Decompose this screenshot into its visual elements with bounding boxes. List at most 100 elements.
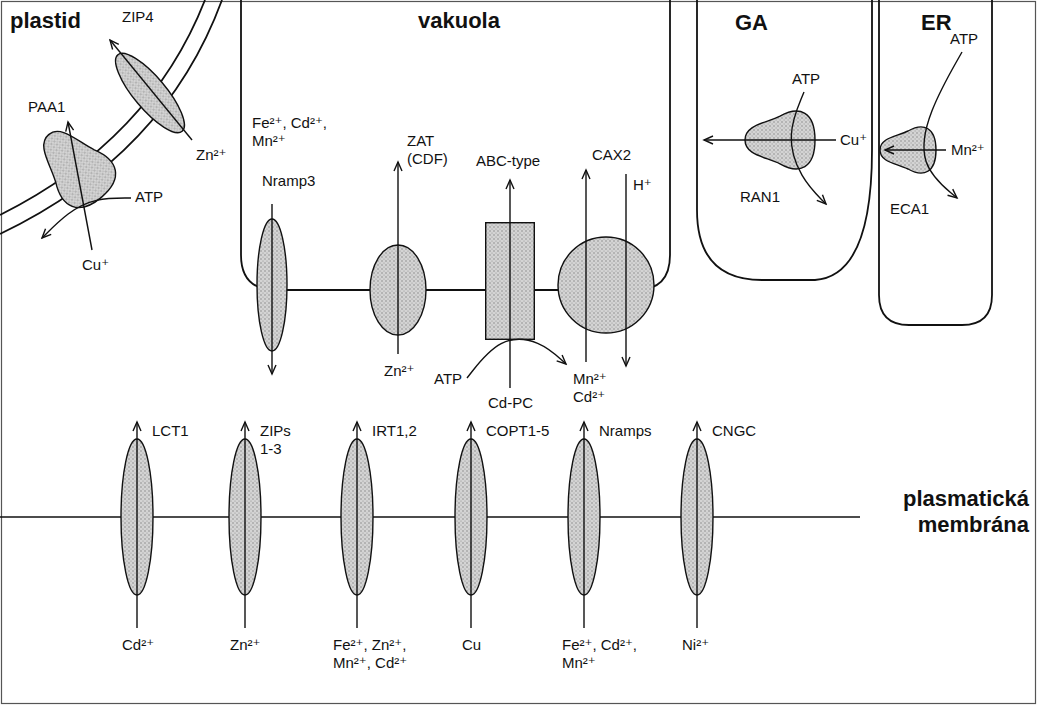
transporter: CNGC xyxy=(680,438,714,596)
vacuole-region xyxy=(240,0,680,400)
transporter-ellipse xyxy=(567,438,601,596)
flux-arrow xyxy=(885,149,946,150)
protein-shape xyxy=(341,439,373,595)
transporter: LCT1 xyxy=(120,438,154,596)
abc-transporter xyxy=(485,222,535,340)
protein-shape xyxy=(370,245,426,335)
ion-label: Cu⁺ xyxy=(82,256,109,274)
protein-shape xyxy=(568,439,600,595)
protein-shape xyxy=(257,219,287,351)
flux-arrow xyxy=(467,339,566,378)
transporter: COPT1-5 xyxy=(454,438,488,596)
ion-label: Mn²⁺ xyxy=(951,141,985,159)
compartment-title: GA xyxy=(735,10,768,36)
flux-arrow xyxy=(136,422,137,628)
flux-arrow xyxy=(470,422,471,628)
flux-arrow xyxy=(583,422,584,628)
transporter-ellipse xyxy=(120,438,154,596)
membrane-label: plasmatická membrána xyxy=(869,486,1029,539)
transporter: Nramps xyxy=(567,438,601,596)
ion-label: ATP xyxy=(434,370,462,388)
protein-shape xyxy=(880,127,936,173)
er-region xyxy=(874,0,997,330)
transporter-name: PAA1 xyxy=(28,98,65,116)
protein-shape xyxy=(745,111,815,169)
antiporter-circle xyxy=(557,236,655,334)
transporter: RAN1 xyxy=(745,105,815,175)
ion-label: ATP xyxy=(792,70,820,88)
ion-label: Cd-PC xyxy=(488,394,533,412)
ion-label: Cu xyxy=(462,636,481,654)
transporter-name: Nramps xyxy=(599,422,652,440)
flux-arrow xyxy=(509,180,510,388)
transporter: CAX2 xyxy=(557,236,655,334)
transporter-ellipse xyxy=(256,218,288,352)
transporter: PAA1 xyxy=(38,125,112,207)
compartment-title: vakuola xyxy=(418,8,500,34)
flux-arrow xyxy=(356,422,357,628)
ion-label: Cd²⁺ xyxy=(122,636,154,654)
transporter-name: ECA1 xyxy=(890,200,929,218)
flux-arrow xyxy=(397,162,398,354)
transporter-name: ZIP4 xyxy=(122,8,154,26)
atpase-pump xyxy=(38,125,112,207)
ion-label: Ni²⁺ xyxy=(682,636,709,654)
flux-arrow xyxy=(625,174,626,366)
transporter: IRT1,2 xyxy=(340,438,374,596)
transporter-name: LCT1 xyxy=(152,422,189,440)
transporter-name: CNGC xyxy=(712,422,756,440)
transporter: ZIPs 1-3 xyxy=(228,438,262,596)
flux-arrow xyxy=(696,422,697,628)
membrane-outline xyxy=(0,0,222,234)
transporter-name: ZIPs 1-3 xyxy=(260,422,302,458)
transporter-ellipse xyxy=(369,244,427,336)
transporter-name: CAX2 xyxy=(592,146,631,164)
transporter-name: Nramp3 xyxy=(262,172,315,190)
transporter-name: COPT1-5 xyxy=(486,422,549,440)
ion-label: Mn²⁺ Cd²⁺ xyxy=(573,370,613,406)
protein-shape xyxy=(121,439,153,595)
ion-label: Zn²⁺ xyxy=(230,636,260,654)
atpase-pump xyxy=(880,122,936,178)
ion-label: ATP xyxy=(950,30,978,48)
transporter: ZAT (CDF) xyxy=(369,244,427,336)
protein-shape xyxy=(106,44,195,141)
flux-arrow xyxy=(244,422,245,628)
ion-label: Zn²⁺ xyxy=(384,362,414,380)
protein-shape xyxy=(486,223,535,340)
transporter: ZIP4 xyxy=(100,40,200,150)
compartment: plastidZIP4PAA1 xyxy=(0,0,235,262)
plastid-region xyxy=(0,0,235,262)
transporter-name: ZAT (CDF) xyxy=(407,132,455,168)
atpase-pump xyxy=(745,105,815,175)
transporter-ellipse xyxy=(454,438,488,596)
transporter: ABC-type xyxy=(485,222,535,340)
compartment: vakuolaNramp3ZAT (CDF)ABC-typeCAX2 xyxy=(240,0,680,400)
membrane-outline xyxy=(879,0,992,325)
transporter-ellipse xyxy=(340,438,374,596)
flux-arrow xyxy=(271,204,272,374)
transporter-ellipse xyxy=(100,40,200,150)
compartment: ER ECA1 xyxy=(874,0,997,330)
flux-arrow xyxy=(585,170,586,362)
transporter-ellipse xyxy=(680,438,714,596)
protein-shape xyxy=(455,439,487,595)
ion-label: ATP xyxy=(135,188,163,206)
ion-label: Zn²⁺ xyxy=(196,146,226,164)
ion-label: Fe²⁺, Cd²⁺, Mn²⁺ xyxy=(252,114,338,150)
flux-arrow xyxy=(110,40,192,140)
transporter: Nramp3 xyxy=(256,218,288,352)
compartment-title: ER xyxy=(921,10,952,36)
flux-arrow xyxy=(42,198,131,238)
compartment-title: plastid xyxy=(10,8,81,34)
ion-label: H⁺ xyxy=(633,176,652,194)
ion-label: Fe²⁺, Zn²⁺, Mn²⁺, Cd²⁺ xyxy=(333,636,421,672)
flux-arrow xyxy=(924,52,962,198)
transporter-name: ABC-type xyxy=(476,152,540,170)
protein-shape xyxy=(681,439,713,595)
ion-label: Fe²⁺, Cd²⁺, Mn²⁺ xyxy=(562,636,650,672)
ion-label: Cu⁺ xyxy=(840,131,867,149)
transporter-name: IRT1,2 xyxy=(372,422,417,440)
